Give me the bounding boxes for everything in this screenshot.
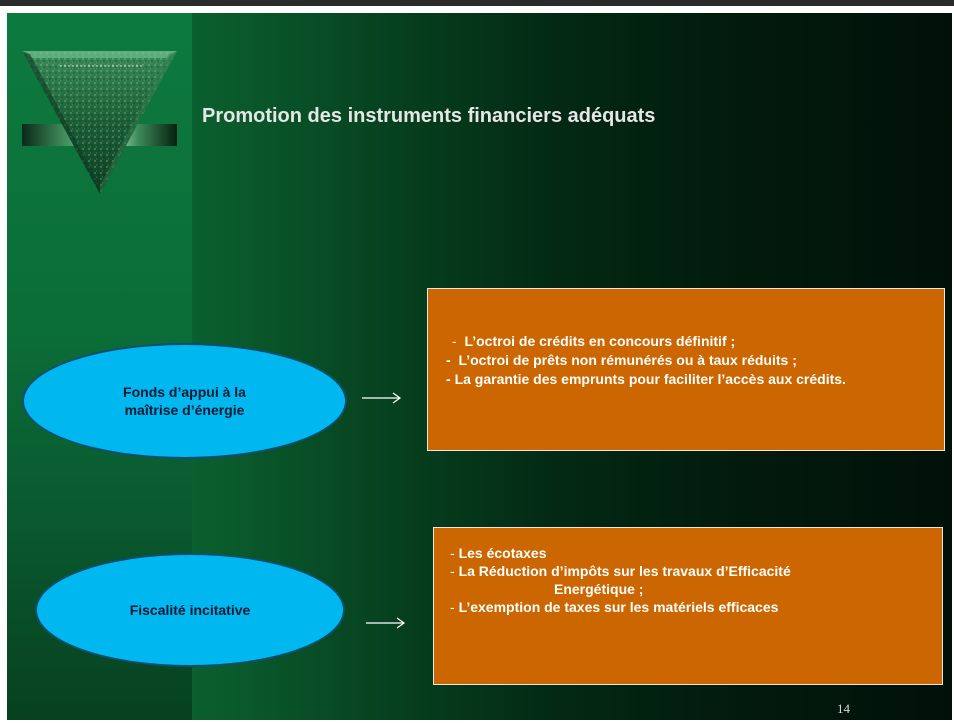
fund-measure-item: - L’octroi de prêts non rémunérés ou à t…: [446, 352, 797, 368]
fund-ellipse: Fonds d’appui à la maîtrise d’énergie: [22, 343, 347, 459]
page-number: 14: [837, 701, 850, 716]
tax-measure-continuation: Energétique ;: [554, 581, 644, 597]
tax-label: Fiscalité incitative: [129, 602, 251, 618]
green-marble-triangle-logo-icon: [22, 51, 177, 194]
window-top-bar: [0, 0, 954, 6]
fund-measure-item: - L’octroi de crédits en concours défini…: [452, 333, 736, 349]
tax-ellipse: Fiscalité incitative: [35, 553, 345, 667]
fund-label-line: Fonds d’appui à la: [123, 384, 246, 400]
fund-measures-box: - L’octroi de crédits en concours défini…: [427, 288, 945, 451]
slide-title: Promotion des instruments financiers adé…: [202, 105, 656, 127]
fund-label-line: maîtrise d’énergie: [124, 402, 245, 418]
arrow-right-icon: [362, 392, 402, 404]
fund-measure-item: - La garantie des emprunts pour facilite…: [446, 371, 846, 387]
tax-measure-item: - L’exemption de taxes sur les matériels…: [450, 599, 779, 615]
slide: Promotion des instruments financiers adé…: [7, 13, 952, 720]
tax-measure-item: - Les écotaxes: [450, 545, 547, 561]
tax-measure-item: - La Réduction d’impôts sur les travaux …: [450, 563, 791, 579]
tax-measures-box: - Les écotaxes - La Réduction d’impôts s…: [433, 527, 943, 685]
arrow-right-icon: [366, 617, 406, 629]
